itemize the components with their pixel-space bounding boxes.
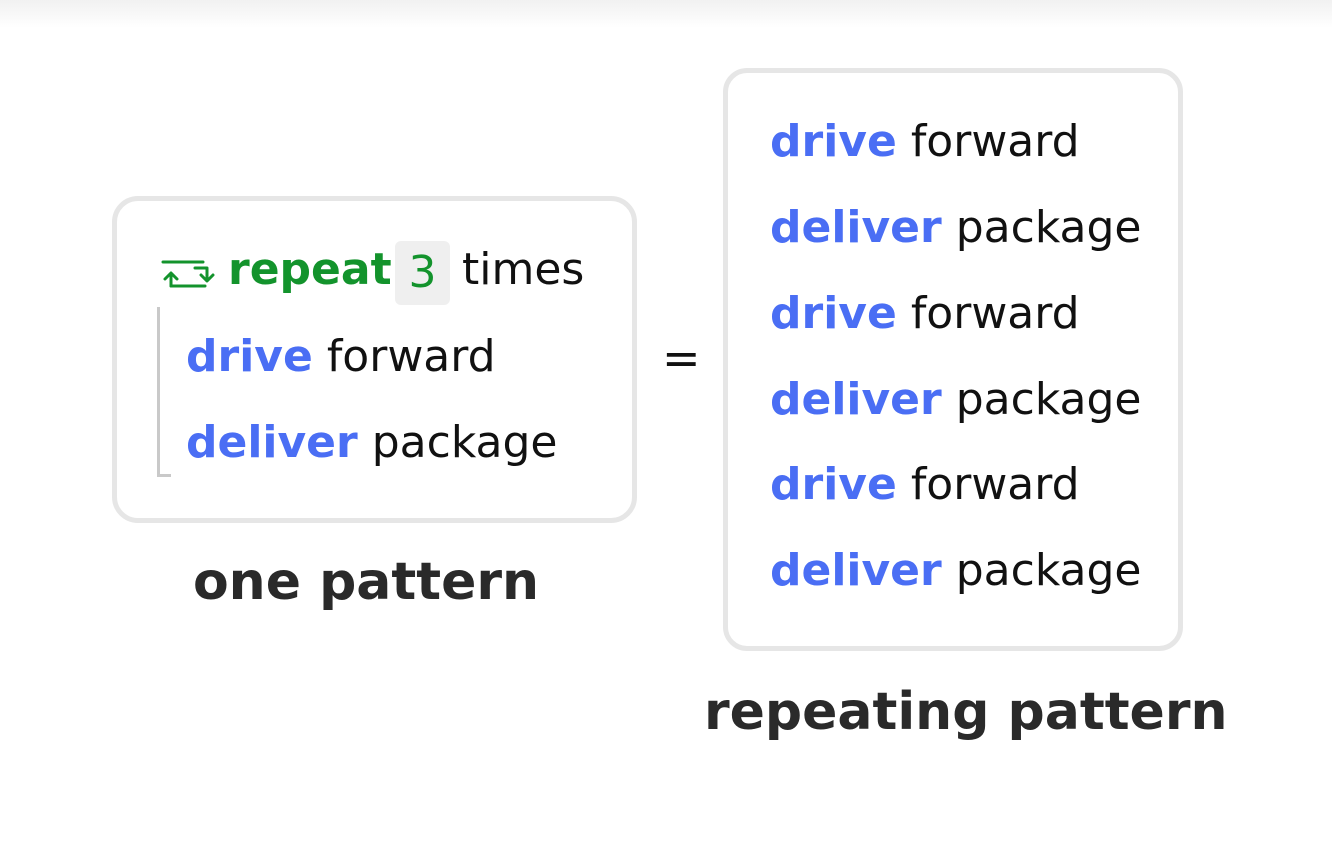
right-line-drive-forward: drive forward: [770, 120, 1080, 164]
right-line-deliver-package: deliver package: [770, 378, 1142, 422]
right-line-drive-forward: drive forward: [770, 463, 1080, 507]
right-line-deliver-package: deliver package: [770, 549, 1142, 593]
one-pattern-card: [112, 196, 637, 523]
left-line-drive-forward: drive forward: [186, 335, 496, 379]
left-line-deliver-package: deliver package: [186, 421, 558, 465]
verb: drive: [770, 288, 897, 339]
top-shadow: [0, 0, 1332, 28]
repeat-loop-icon: [161, 260, 215, 288]
equals-sign: =: [662, 331, 701, 385]
object: package: [955, 374, 1142, 425]
object: package: [955, 545, 1142, 596]
object: forward: [910, 116, 1080, 167]
repeat-suffix: times: [462, 244, 585, 295]
object: forward: [910, 288, 1080, 339]
object: forward: [326, 331, 496, 382]
repeat-body-bracket: [157, 307, 171, 477]
object: forward: [910, 459, 1080, 510]
object: package: [371, 417, 558, 468]
object: package: [955, 202, 1142, 253]
verb: deliver: [770, 545, 942, 596]
right-line-deliver-package: deliver package: [770, 206, 1142, 250]
verb: drive: [770, 116, 897, 167]
one-pattern-caption: one pattern: [192, 552, 540, 612]
verb: drive: [186, 331, 313, 382]
repeating-pattern-caption: repeating pattern: [704, 682, 1228, 742]
repeating-pattern-card: [723, 68, 1183, 651]
repeat-keyword: repeat: [228, 244, 392, 295]
verb: deliver: [186, 417, 358, 468]
verb: deliver: [770, 202, 942, 253]
repeat-count-field[interactable]: 3: [395, 241, 450, 305]
verb: drive: [770, 459, 897, 510]
right-line-drive-forward: drive forward: [770, 292, 1080, 336]
verb: deliver: [770, 374, 942, 425]
